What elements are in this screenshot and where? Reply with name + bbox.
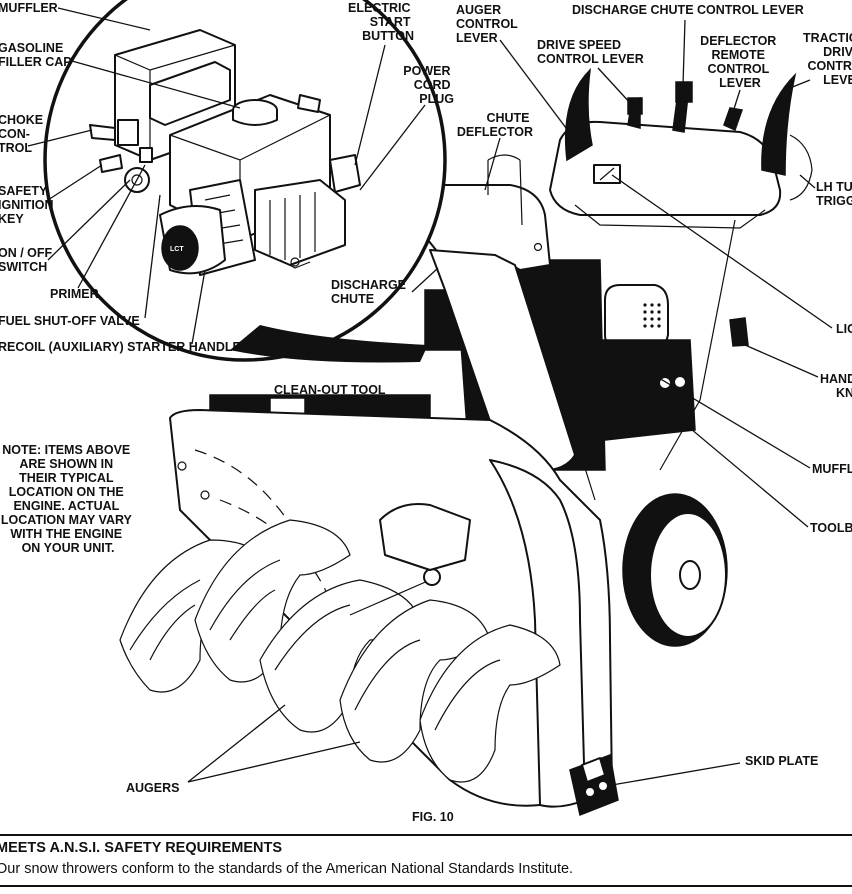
label-discharge-chute-control-lever: DISCHARGE CHUTE CONTROL LEVER — [572, 3, 804, 17]
label-clean-out-tool: CLEAN-OUT TOOL — [274, 383, 386, 397]
figure-number: FIG. 10 — [412, 810, 454, 824]
label-power-cord-plug: POWER CORD PLUG — [403, 64, 454, 106]
label-primer: PRIMER — [50, 287, 99, 301]
footer: MEETS A.N.S.I. SAFETY REQUIREMENTS Our s… — [0, 830, 852, 894]
label-skid-plate: SKID PLATE — [745, 754, 818, 768]
label-augers: AUGERS — [126, 781, 179, 795]
label-light: LIGHT — [836, 322, 852, 336]
svg-text:LCT: LCT — [170, 246, 184, 253]
label-on-off-switch: ON / OFF SWITCH — [0, 246, 56, 274]
leader-lines — [27, 7, 833, 786]
label-auger-control-lever: AUGER CONTROL LEVER — [456, 3, 521, 45]
part-labels: MUFFLER GASOLINE FILLER CAP CHOKE CON- T… — [0, 1, 852, 824]
label-muffler-right: MUFFLER — [812, 462, 852, 476]
label-gasoline-filler-cap: GASOLINE FILLER CAP — [0, 41, 72, 69]
label-discharge-chute: DISCHARGE CHUTE — [331, 278, 410, 306]
label-electric-start-button: ELECTRIC START BUTTON — [348, 1, 414, 43]
snow-thrower-diagram: LCT — [0, 0, 852, 824]
footer-title: MEETS A.N.S.I. SAFETY REQUIREMENTS — [0, 840, 283, 856]
footer-top-rule — [0, 834, 852, 836]
label-deflector-remote-control-lever: DEFLECTOR REMOTE CONTROL LEVER — [700, 34, 780, 90]
footer-bottom-rule — [0, 885, 852, 887]
engine-inset: LCT — [43, 0, 447, 363]
footer-text: Our snow throwers conform to the standar… — [0, 861, 574, 877]
label-handle-knob: HANDLE KNOB — [820, 372, 852, 400]
label-chute-deflector: CHUTE DEFLECTOR — [457, 111, 533, 139]
label-choke-control: CHOKE CON- TROL — [0, 113, 47, 155]
label-drive-speed-control-lever: DRIVE SPEED CONTROL LEVER — [537, 38, 644, 66]
label-traction-drive-control-lever: TRACTION DRIVE CONTROL LEVER — [803, 31, 852, 87]
snow-thrower-illustration — [119, 67, 813, 817]
label-safety-ignition-key: SAFETY IGNITION KEY — [0, 184, 57, 226]
label-muffler-top: MUFFLER — [0, 1, 58, 15]
note-text: NOTE: ITEMS ABOVE ARE SHOWN IN THEIR TYP… — [1, 443, 135, 555]
label-toolbox: TOOLBOX — [810, 521, 852, 535]
label-lh-turn-trigger: LH TURN TRIGGER — [816, 180, 852, 208]
label-fuel-shutoff-valve: FUEL SHUT-OFF VALVE — [0, 314, 140, 328]
label-recoil-starter-handle: RECOIL (AUXILIARY) STARTER HANDLE — [0, 340, 241, 354]
